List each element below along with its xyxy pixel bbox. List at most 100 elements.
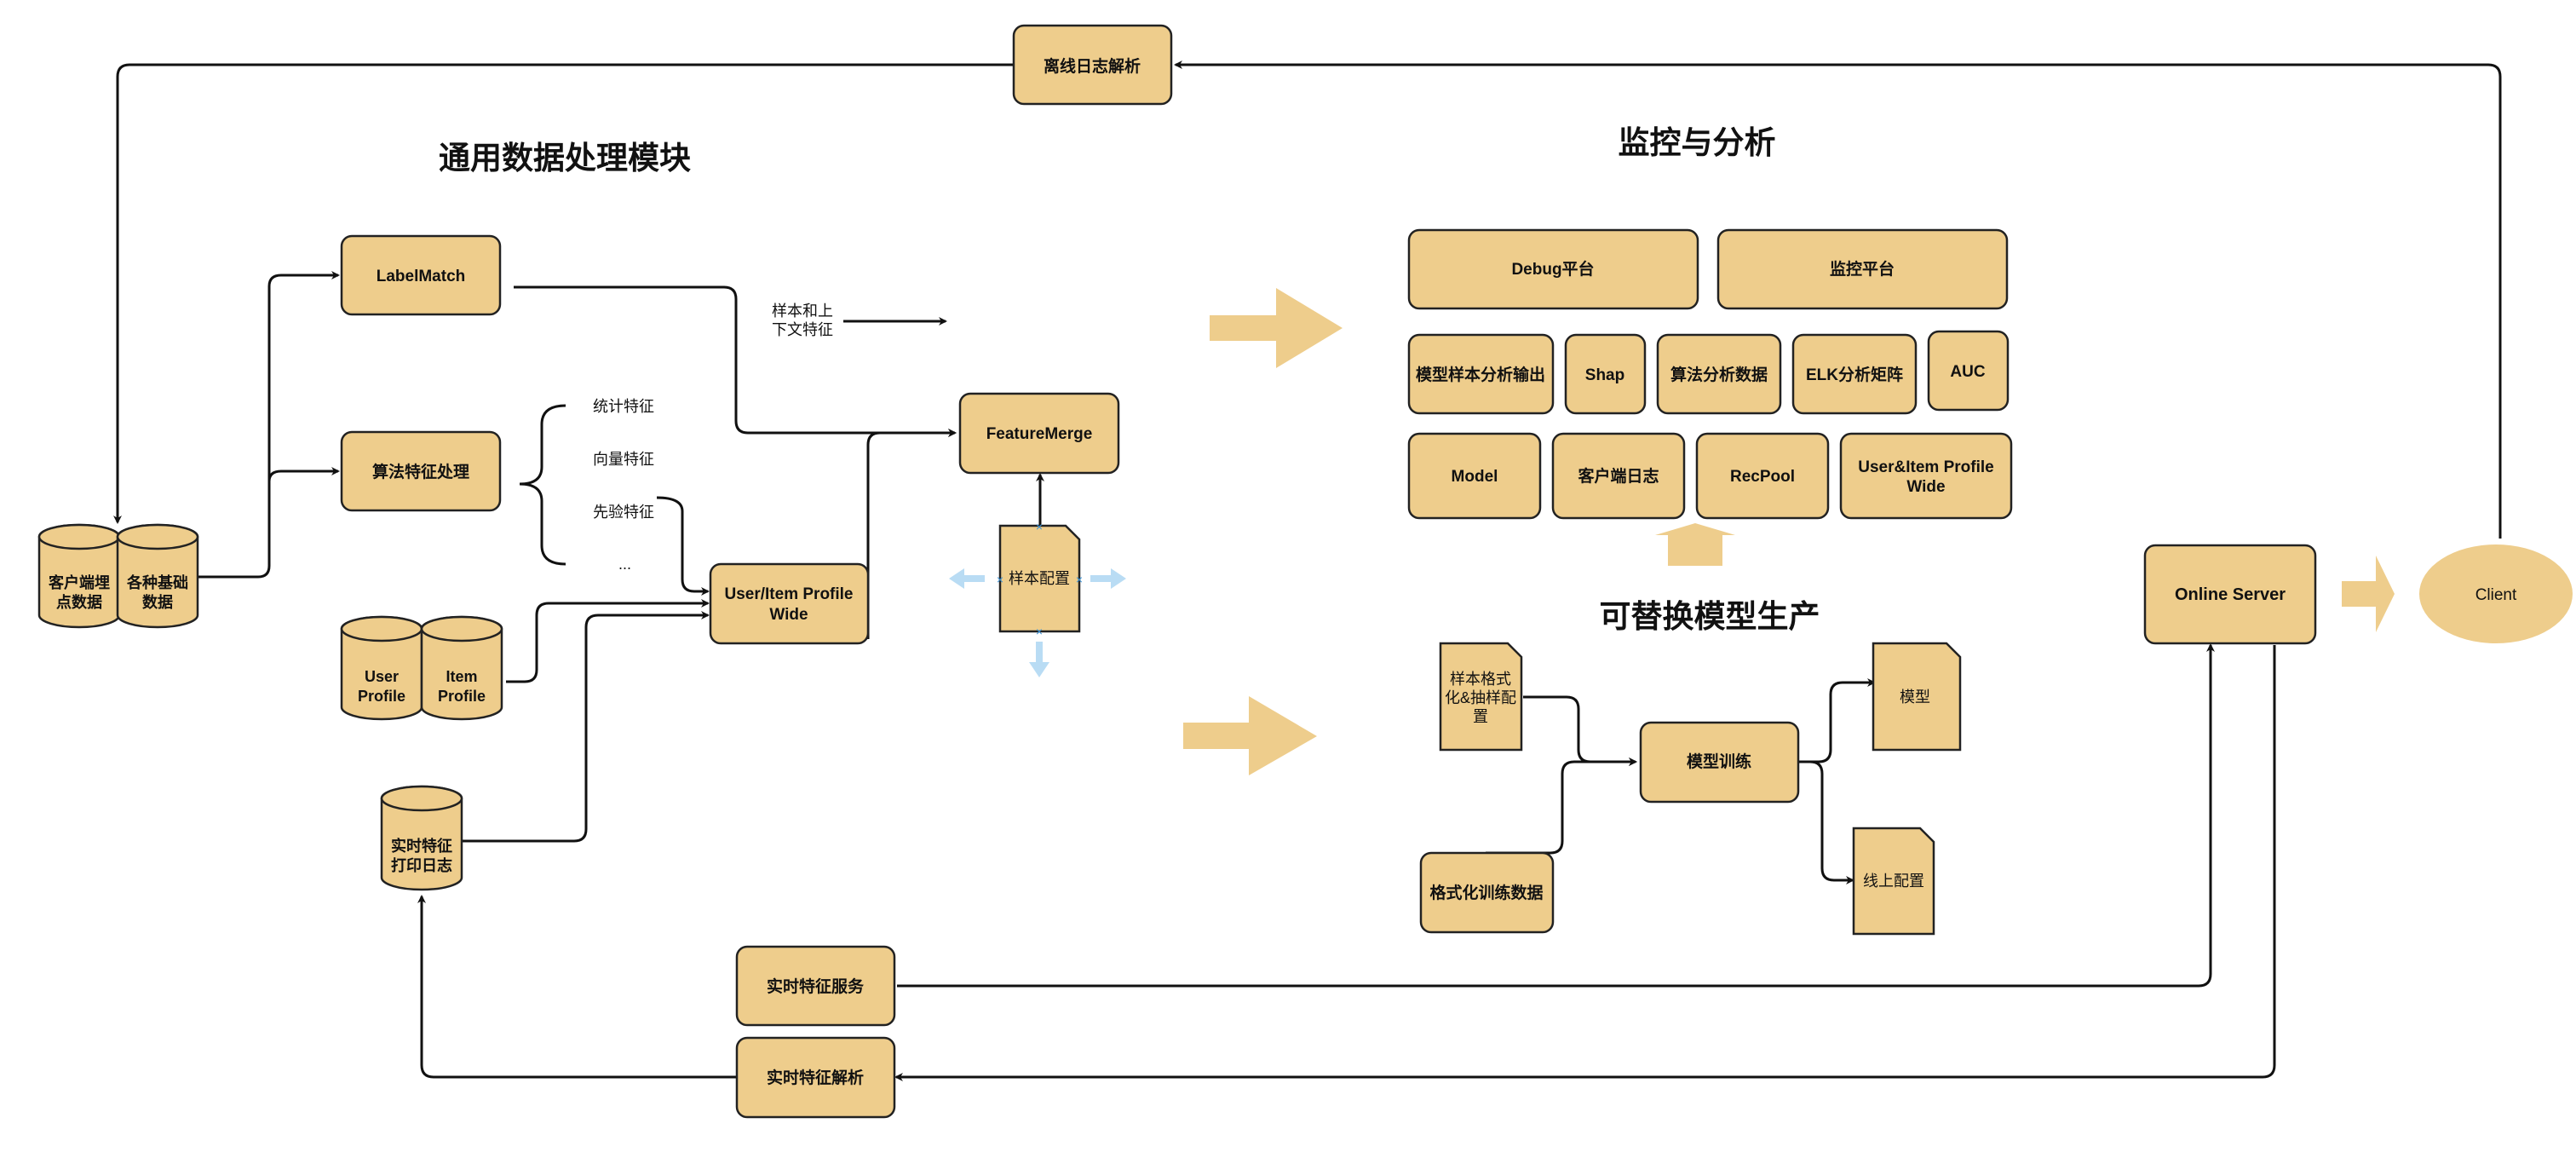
auc-label: AUC [1950, 363, 1985, 381]
item-profile-label-1: Item [446, 668, 477, 685]
model-box-label: Model [1452, 468, 1498, 486]
online-server-label: Online Server [2175, 585, 2286, 604]
handle-x-icon: × [1076, 573, 1083, 586]
profile-wide-monitor-label-2: Wide [1906, 478, 1945, 496]
rt-feature-parse-label: 实时特征解析 [767, 1068, 864, 1087]
section-title-model-production: 可替换模型生产 [1600, 598, 1820, 635]
basic-data-label-2: 数据 [142, 593, 173, 611]
basic-data-store[interactable]: 各种基础 数据 [116, 523, 199, 629]
edge-format-data-to-training [1486, 758, 1637, 855]
debug-platform-node[interactable]: Debug平台 [1407, 228, 1699, 310]
user-profile-label-1: User [365, 668, 399, 685]
elk-matrix-node[interactable]: ELK分析矩阵 [1791, 333, 1918, 415]
user-profile-store[interactable]: User Profile [340, 615, 423, 721]
labelmatch-node[interactable]: LabelMatch [340, 234, 502, 316]
monitor-platform-node[interactable]: 监控平台 [1716, 228, 2009, 310]
handle-x-icon: × [1036, 625, 1043, 638]
sample-ctx-label-1: 样本和上 [772, 302, 833, 320]
rt-feature-parse-node[interactable]: 实时特征解析 [735, 1036, 896, 1119]
featuremerge-label: FeatureMerge [986, 425, 1093, 443]
model-box-node[interactable]: Model [1407, 432, 1542, 520]
edge-user-item-profile-to-wide [506, 599, 710, 683]
client-node[interactable]: Client [2419, 544, 2573, 643]
realtime-log-store[interactable]: 实时特征 打印日志 [380, 785, 463, 891]
edge-data-to-algo-feature [267, 467, 340, 482]
edge-sample-format-to-training [1523, 695, 1637, 766]
item-profile-label-2: Profile [438, 688, 486, 705]
handle-down-icon[interactable] [1029, 662, 1049, 677]
feature-stat-label: 统计特征 [593, 398, 654, 415]
featuremerge-node[interactable]: FeatureMerge [958, 392, 1120, 475]
edge-training-to-online-config [1798, 760, 1854, 884]
edge-realtime-log-to-wide [461, 611, 710, 843]
model-training-node[interactable]: 模型训练 [1639, 721, 1800, 804]
model-doc[interactable]: 模型 [1872, 642, 1962, 752]
realtime-log-label-2: 打印日志 [391, 856, 452, 874]
edge-profile-wide-to-featuremerge [866, 429, 957, 639]
flow-arrow-model-to-monitoring [1655, 523, 1735, 566]
client-log-node[interactable]: 客户端日志 [1551, 432, 1686, 520]
sample-analysis-node[interactable]: 模型样本分析输出 [1407, 333, 1555, 415]
flow-arrows [1183, 288, 2395, 775]
client-data-label-1: 客户端埋 [49, 573, 110, 591]
algo-analysis-label: 算法分析数据 [1670, 365, 1768, 384]
sample-analysis-label: 模型样本分析输出 [1416, 365, 1545, 384]
edge-labelmatch-to-featuremerge [514, 285, 957, 437]
flow-arrow-to-monitoring [1210, 288, 1343, 368]
realtime-log-label-1: 实时特征 [391, 837, 452, 855]
rt-feature-service-node[interactable]: 实时特征服务 [735, 945, 896, 1027]
online-server-node[interactable]: Online Server [2143, 544, 2317, 645]
algo-feature-node[interactable]: 算法特征处理 [340, 430, 502, 512]
edge-client-to-offline-log [1174, 60, 2502, 539]
sample-config-label: 样本配置 [1009, 570, 1070, 587]
algo-analysis-node[interactable]: 算法分析数据 [1656, 333, 1782, 415]
profile-wide-monitor-label-1: User&Item Profile [1858, 458, 1993, 476]
recpool-node[interactable]: RecPool [1695, 432, 1830, 520]
item-profile-store[interactable]: Item Profile [420, 615, 503, 721]
edge-offline-log-to-client-data [113, 63, 1014, 524]
handle-x-icon: × [997, 573, 1003, 586]
profile-wide-node[interactable]: User/Item Profile Wide [709, 562, 870, 645]
client-data-label-2: 点数据 [56, 593, 102, 611]
basic-data-label-1: 各种基础 [126, 573, 188, 591]
section-title-common-data: 通用数据处理模块 [439, 140, 691, 176]
shap-node[interactable]: Shap [1564, 333, 1647, 415]
auc-node[interactable]: AUC [1927, 330, 2010, 412]
flow-arrow-server-to-client [2342, 556, 2395, 632]
shap-label: Shap [1585, 366, 1624, 384]
sample-format-label-1: 样本格式 [1450, 671, 1511, 688]
rt-feature-service-label: 实时特征服务 [767, 977, 865, 996]
format-train-data-node[interactable]: 格式化训练数据 [1419, 851, 1555, 934]
handle-left-icon[interactable] [949, 568, 964, 589]
sample-config-node[interactable]: 样本配置 [998, 524, 1081, 633]
edge-rt-service-to-online-server [897, 643, 2215, 988]
sample-format-label-3: 置 [1473, 708, 1488, 725]
selection-handles[interactable]: × × × × [949, 520, 1126, 677]
offline-log-label: 离线日志解析 [1044, 56, 1141, 76]
online-config-label: 线上配置 [1863, 873, 1924, 890]
online-config-doc[interactable]: 线上配置 [1852, 827, 1935, 936]
handle-right-icon[interactable] [1111, 568, 1126, 589]
feature-prior-label: 先验特征 [593, 504, 654, 521]
edge-prior-to-profile-wide [656, 496, 710, 596]
section-title-monitoring: 监控与分析 [1619, 124, 1776, 161]
algo-feature-label: 算法特征处理 [372, 462, 469, 481]
format-train-data-label: 格式化训练数据 [1429, 883, 1543, 902]
edges [113, 60, 2502, 1081]
edge-training-to-model [1798, 678, 1876, 763]
client-data-store[interactable]: 客户端埋 点数据 [37, 523, 121, 629]
edge-data-to-labelmatch [198, 271, 340, 579]
profile-wide-monitor-node[interactable]: User&Item Profile Wide [1839, 432, 2013, 520]
handle-x-icon: × [1036, 520, 1043, 533]
user-profile-label-2: Profile [358, 688, 405, 705]
recpool-label: RecPool [1730, 468, 1795, 486]
client-label: Client [2475, 586, 2517, 604]
profile-wide-label-2: Wide [769, 606, 808, 624]
offline-log-node[interactable]: 离线日志解析 [1012, 24, 1173, 106]
profile-wide-label-1: User/Item Profile [725, 585, 854, 603]
sample-format-doc[interactable]: 样本格式 化&抽样配 置 [1439, 642, 1523, 752]
elk-matrix-label: ELK分析矩阵 [1806, 365, 1903, 384]
sample-ctx-label-2: 下文特征 [772, 321, 833, 338]
debug-platform-label: Debug平台 [1511, 259, 1594, 279]
